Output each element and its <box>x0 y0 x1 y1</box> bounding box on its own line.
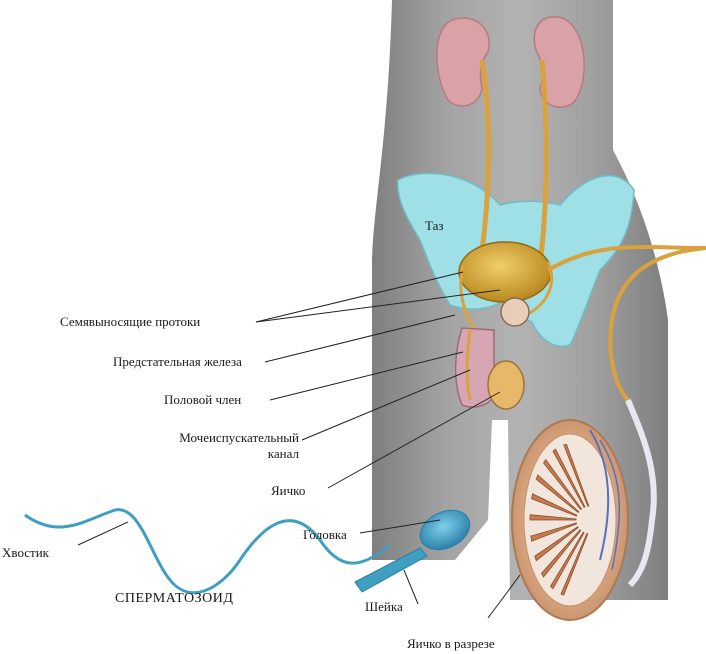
label-urethra-line1: Мочеиспускательный <box>179 430 299 445</box>
testis-lobule <box>563 443 590 507</box>
testis-lobule <box>535 474 580 514</box>
label-testis: Яичко <box>271 483 306 498</box>
testis-internal <box>487 360 525 410</box>
testis-lobule <box>530 522 578 542</box>
bladder <box>458 241 552 303</box>
penis <box>454 327 495 408</box>
sperm-neck <box>354 547 428 593</box>
testis-lobule <box>560 533 589 596</box>
label-head: Головка <box>303 527 347 542</box>
label-pelvis: Таз <box>425 218 444 233</box>
label-neck: Шейка <box>365 599 403 614</box>
label-urethra-line2: канал <box>267 446 299 461</box>
label-prostate: Предстательная железа <box>113 354 242 369</box>
sperm-head <box>419 509 471 551</box>
testis-lobule <box>549 531 585 590</box>
right-ureter <box>537 59 549 266</box>
testis-lobule <box>534 526 579 562</box>
right-kidney <box>533 16 585 108</box>
epididymis-tube <box>625 398 657 588</box>
left-kidney <box>436 17 490 107</box>
label-vas-deferens: Семявыносящие протоки <box>60 314 201 329</box>
testis-lobule <box>529 514 577 521</box>
testis-cross-section <box>511 419 629 621</box>
label-spermatozoon: СПЕРМАТОЗОИД <box>115 591 234 606</box>
testis-lobule <box>541 529 582 578</box>
label-tail: Хвостик <box>2 545 49 560</box>
urethra <box>465 329 472 401</box>
label-penis: Половой член <box>164 392 242 407</box>
left-ureter <box>477 59 492 266</box>
spermatozoon <box>24 508 471 595</box>
testis-lobule <box>543 458 583 511</box>
label-testis-section: Яичко в разрезе <box>407 636 495 651</box>
testis-lobule <box>552 448 586 508</box>
leader-lines <box>77 271 521 619</box>
duct-to-section <box>547 245 706 402</box>
sperm-tail <box>24 508 391 595</box>
testis-lobule <box>531 493 578 517</box>
prostate <box>500 297 530 327</box>
